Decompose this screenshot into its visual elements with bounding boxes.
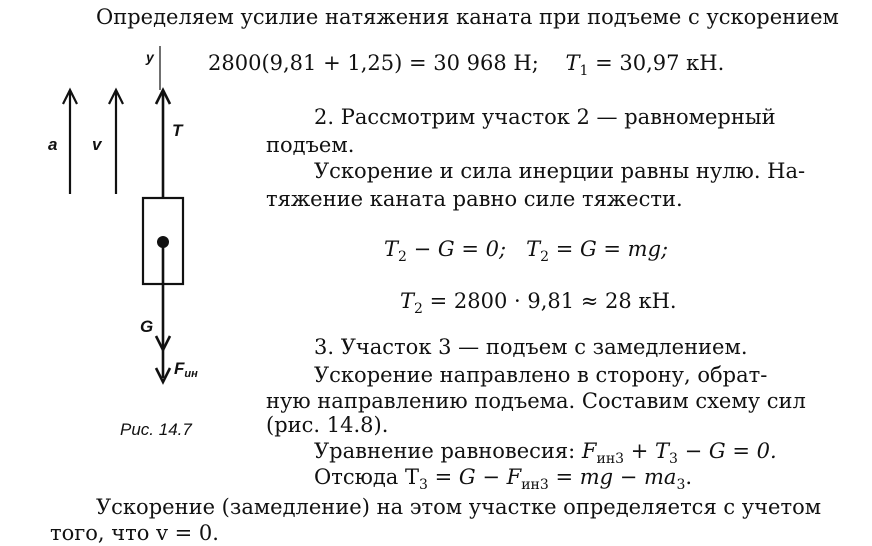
equilibrium-equation: Уравнение равновесия: Fин3 + T3 − G = 0. <box>314 438 777 472</box>
equation-1-left: 2800(9,81 + 1,25) = 30 968 Н; <box>208 51 539 75</box>
equation-3-T-sub: 2 <box>414 301 423 317</box>
equation-4-F-sub: ин3 <box>596 451 625 467</box>
acceleration-label: a <box>48 135 57 154</box>
gravity-label: G <box>140 317 153 336</box>
equation-2-part2: = G = mg; <box>549 237 669 261</box>
equation-2-T2-sub: 2 <box>540 249 550 265</box>
section-2-line-3: Ускорение и сила инерции равны нулю. На- <box>314 159 806 183</box>
section-2-line-4: тяжение каната равно силе тяжести. <box>266 187 683 211</box>
inertia-force-label: Fин <box>174 359 198 380</box>
equation-2-T2: T <box>526 237 541 261</box>
equation-5-F-sub: ин3 <box>521 477 549 493</box>
section-2-line-2: подъем. <box>266 133 355 157</box>
equation-4-mid: + T <box>624 439 670 463</box>
acceleration-arrowhead <box>62 87 78 105</box>
equation-3-T: T <box>400 289 415 313</box>
equation-2-T-sub: 2 <box>398 249 407 265</box>
equation-3-rest: = 2800 · 9,81 ≈ 28 кН. <box>422 289 677 313</box>
equation-4-F: F <box>581 439 597 463</box>
inertia-force-F: F <box>174 359 185 378</box>
bottom-line-2: того, что v = 0. <box>50 521 219 545</box>
inertia-arrowhead <box>154 367 172 385</box>
equation-4-end: − G = 0. <box>677 439 777 463</box>
velocity-label: v <box>92 135 103 154</box>
equation-tension-2: T2 − G = 0; T2 = G = mg; <box>384 236 668 270</box>
figure-caption: Рис. 14.7 <box>120 420 192 439</box>
inertia-force-sub: ин <box>184 368 198 380</box>
tension-arrowhead <box>154 87 172 105</box>
equation-tension-1: 2800(9,81 + 1,25) = 30 968 Н; T1 = 30,97… <box>208 50 724 84</box>
equation-5-dot: . <box>685 465 693 489</box>
gravity-arrowhead <box>154 335 172 353</box>
section-3-line-3: ную направлению подъема. Составим схему … <box>266 389 806 413</box>
equation-tension-value: T2 = 2800 · 9,81 ≈ 28 кН. <box>400 288 677 322</box>
equation-5-end: = mg − ma <box>548 465 677 489</box>
equation-4-prefix: Уравнение равновесия: <box>314 439 582 463</box>
equation-1-T: T <box>565 51 580 75</box>
bottom-line-1: Ускорение (замедление) на этом участке о… <box>96 495 822 519</box>
equation-1-T-sub: 1 <box>579 63 589 79</box>
equation-4-T-sub: 3 <box>669 451 678 467</box>
section-3-line-4: (рис. 14.8). <box>266 413 389 437</box>
y-axis-label: y <box>145 49 155 65</box>
velocity-arrowhead <box>108 87 124 105</box>
equation-1-right: = 30,97 кН. <box>588 51 725 75</box>
section-3-line-1: 3. Участок 3 — подъем с замедлением. <box>314 335 748 359</box>
equation-5-prefix: Отсюда T <box>314 465 420 489</box>
equation-5-T-sub: 3 <box>419 477 428 493</box>
equation-2-part1: − G = 0; <box>406 237 507 261</box>
tension-3-equation: Отсюда T3 = G − Fин3 = mg − ma3. <box>314 464 692 498</box>
section-3-line-2: Ускорение направлено в сторону, обрат- <box>314 363 768 387</box>
equation-5-mid: = G − F <box>427 465 522 489</box>
equation-5-a-sub: 3 <box>676 477 686 493</box>
force-diagram: y a v T G Fин <box>48 46 198 385</box>
section-2-line-1: 2. Рассмотрим участок 2 — равномерный <box>314 105 776 129</box>
equation-2-T: T <box>384 237 399 261</box>
tension-label: T <box>172 121 184 140</box>
intro-text: Определяем усилие натяжения каната при п… <box>96 5 839 29</box>
